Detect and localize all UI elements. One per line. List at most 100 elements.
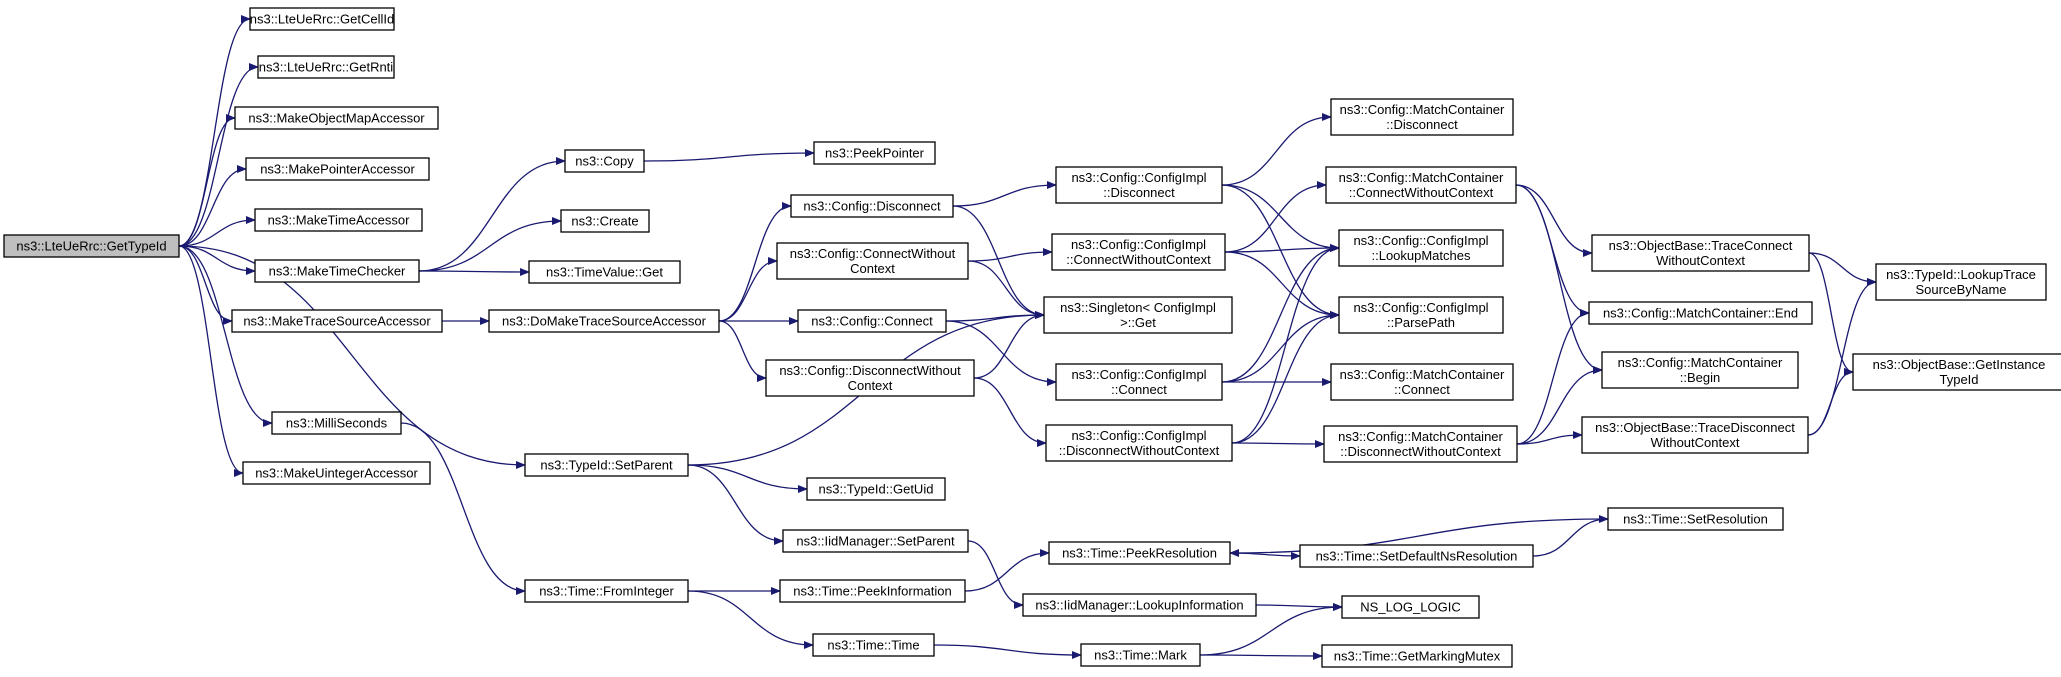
node-label: ns3::MakeTimeChecker [269,264,406,279]
edge-impl-connect-without-context-to-impl-parse-path [1224,251,1340,319]
node-config-disconnect-without-context[interactable]: ns3::Config::DisconnectWithoutContext [765,359,975,397]
edge-impl-disconnect-without-context-to-impl-parse-path [1231,311,1340,444]
edge-config-disconnect-without-context-to-impl-disconnect-without-context [973,377,1047,447]
node-label: ns3::ObjectBase::GetInstance [1873,357,2046,372]
node-config-disconnect[interactable]: ns3::Config::Disconnect [790,194,954,218]
node-type-id-get-uid[interactable]: ns3::TypeId::GetUid [806,477,946,501]
node-time-mark[interactable]: ns3::Time::Mark [1080,643,1201,667]
node-impl-connect-without-context[interactable]: ns3::Config::ConfigImpl::ConnectWithoutC… [1051,233,1226,271]
node-label: Context [848,378,893,393]
node-impl-disconnect-without-context[interactable]: ns3::Config::ConfigImpl::DisconnectWitho… [1045,424,1233,462]
node-obtrace-connect-without-context[interactable]: ns3::ObjectBase::TraceConnectWithoutCont… [1591,234,1810,272]
node-label: TypeId [1939,372,1978,387]
edge-mcdisconnect-without-context-to-mcend [1516,309,1590,445]
node-obtrace-disconnect-without-context[interactable]: ns3::ObjectBase::TraceDisconnectWithoutC… [1581,416,1809,454]
node-make-time-accessor[interactable]: ns3::MakeTimeAccessor [254,208,423,232]
edge-time-set-resolution-to-time-peek-resolution [1229,518,1609,557]
node-do-make-trace-source-accessor[interactable]: ns3::DoMakeTraceSourceAccessor [488,309,720,333]
node-iid-manager-lookup-information[interactable]: ns3::IidManager::LookupInformation [1022,593,1257,617]
node-mcdisconnect-without-context[interactable]: ns3::Config::MatchContainer::DisconnectW… [1323,425,1518,463]
node-box [249,7,395,31]
node-box [524,579,689,603]
node-impl-connect[interactable]: ns3::Config::ConfigImpl::Connect [1055,363,1223,401]
node-label: ::LookupMatches [1371,248,1471,263]
node-time-set-resolution[interactable]: ns3::Time::SetResolution [1607,507,1784,531]
node-label: ns3::MakeUintegerAccessor [255,466,418,481]
node-impl-parse-path[interactable]: ns3::Config::ConfigImpl::ParsePath [1338,296,1504,334]
node-label: ns3::Config::Disconnect [803,199,941,214]
edge-get-type-id-to-make-trace-source-accessor [178,245,233,325]
node-time-get-marking-mutex[interactable]: ns3::Time::GetMarkingMutex [1321,644,1513,668]
node-make-trace-source-accessor[interactable]: ns3::MakeTraceSourceAccessor [231,309,443,333]
node-time-peek-information[interactable]: ns3::Time::PeekInformation [779,579,966,603]
node-mcbegin[interactable]: ns3::Config::MatchContainer::Begin [1601,351,1799,389]
node-time-value-get[interactable]: ns3::TimeValue::Get [528,260,681,284]
node-label: ns3::MakeObjectMapAccessor [248,111,425,126]
node-time-set-default-ns-resolution[interactable]: ns3::Time::SetDefaultNsResolution [1299,544,1534,568]
node-impl-lookup-matches[interactable]: ns3::Config::ConfigImpl::LookupMatches [1338,229,1504,267]
node-mcconnect-without-context[interactable]: ns3::Config::MatchContainer::ConnectWith… [1325,166,1517,204]
node-box [524,453,689,477]
node-label: ns3::Config::ConfigImpl [1071,428,1206,443]
node-time-from-integer[interactable]: ns3::Time::FromInteger [524,579,689,603]
node-type-id-set-parent[interactable]: ns3::TypeId::SetParent [524,453,689,477]
node-label: ns3::Config::MatchContainer::End [1603,306,1798,321]
node-box [1591,234,1810,272]
node-make-pointer-accessor[interactable]: ns3::MakePointerAccessor [245,157,430,181]
edge-time-time-to-time-mark [933,644,1082,659]
node-box [765,359,975,397]
edge-mcconnect-without-context-to-obtrace-connect-without-context [1515,184,1593,257]
node-mcconnect[interactable]: ns3::Config::MatchContainer::Connect [1330,363,1514,401]
node-label: ns3::DoMakeTraceSourceAccessor [502,314,707,329]
node-box [1581,416,1809,454]
node-box [1055,363,1223,401]
node-config-connect-without-context[interactable]: ns3::Config::ConnectWithoutContext [776,242,969,280]
node-milli-seconds[interactable]: ns3::MilliSeconds [271,411,402,435]
edge-do-make-trace-source-accessor-to-config-disconnect [718,202,792,322]
node-label: ns3::LteUeRrc::GetTypeId [16,239,166,254]
node-label: ns3::Config::MatchContainer [1618,355,1783,370]
node-label: ::ConnectWithoutContext [1349,185,1494,200]
edge-copy-to-peek-pointer [643,149,815,162]
node-box [1051,233,1226,271]
node-copy[interactable]: ns3::Copy [564,149,645,173]
node-mcdisconnect[interactable]: ns3::Config::MatchContainer::Disconnect [1330,98,1514,136]
node-make-uinteger-accessor[interactable]: ns3::MakeUintegerAccessor [242,461,431,485]
edge-config-connect-to-impl-connect [945,320,1057,386]
node-box [1080,643,1201,667]
edge-get-type-id-to-make-pointer-accessor [178,165,247,247]
node-get-rnti[interactable]: ns3::LteUeRrc::GetRnti [257,55,395,79]
node-box [790,194,954,218]
node-make-object-map-accessor[interactable]: ns3::MakeObjectMapAccessor [234,106,439,130]
node-label: ns3::Time::FromInteger [539,584,674,599]
node-get-cell-id[interactable]: ns3::LteUeRrc::GetCellId [249,7,395,31]
node-nslog-logic[interactable]: NS_LOG_LOGIC [1341,595,1480,619]
node-get-type-id[interactable]: ns3::LteUeRrc::GetTypeId [3,234,180,258]
node-label: ns3::Config::ConnectWithout [790,246,956,261]
node-peek-pointer[interactable]: ns3::PeekPointer [813,141,936,165]
node-box [812,633,935,657]
edge-time-peek-information-to-time-peek-resolution [964,549,1050,592]
node-mcend[interactable]: ns3::Config::MatchContainer::End [1588,301,1813,325]
node-box [1341,595,1480,619]
node-iid-manager-set-parent[interactable]: ns3::IidManager::SetParent [782,529,969,553]
node-box [1338,296,1504,334]
node-label: ns3::Config::ConfigImpl [1071,367,1206,382]
edge-make-time-checker-to-copy [418,157,566,272]
node-label: ns3::Time::Mark [1094,648,1187,663]
node-create[interactable]: ns3::Create [560,209,650,233]
edge-iid-manager-lookup-information-to-nslog-logic [1255,602,1343,611]
edge-config-disconnect-to-impl-disconnect [952,181,1057,207]
edge-config-disconnect-without-context-to-singleton-get [973,311,1045,379]
node-time-peek-resolution[interactable]: ns3::Time::PeekResolution [1048,541,1231,565]
node-impl-disconnect[interactable]: ns3::Config::ConfigImpl::Disconnect [1055,166,1223,204]
node-make-time-checker[interactable]: ns3::MakeTimeChecker [254,259,420,283]
node-config-connect[interactable]: ns3::Config::Connect [797,309,947,333]
node-time-time[interactable]: ns3::Time::Time [812,633,935,657]
node-label: ns3::TimeValue::Get [546,265,663,280]
node-singleton-get[interactable]: ns3::Singleton< ConfigImpl>::Get [1043,296,1233,334]
node-box [1875,263,2047,301]
node-label: ns3::MakePointerAccessor [260,162,415,177]
